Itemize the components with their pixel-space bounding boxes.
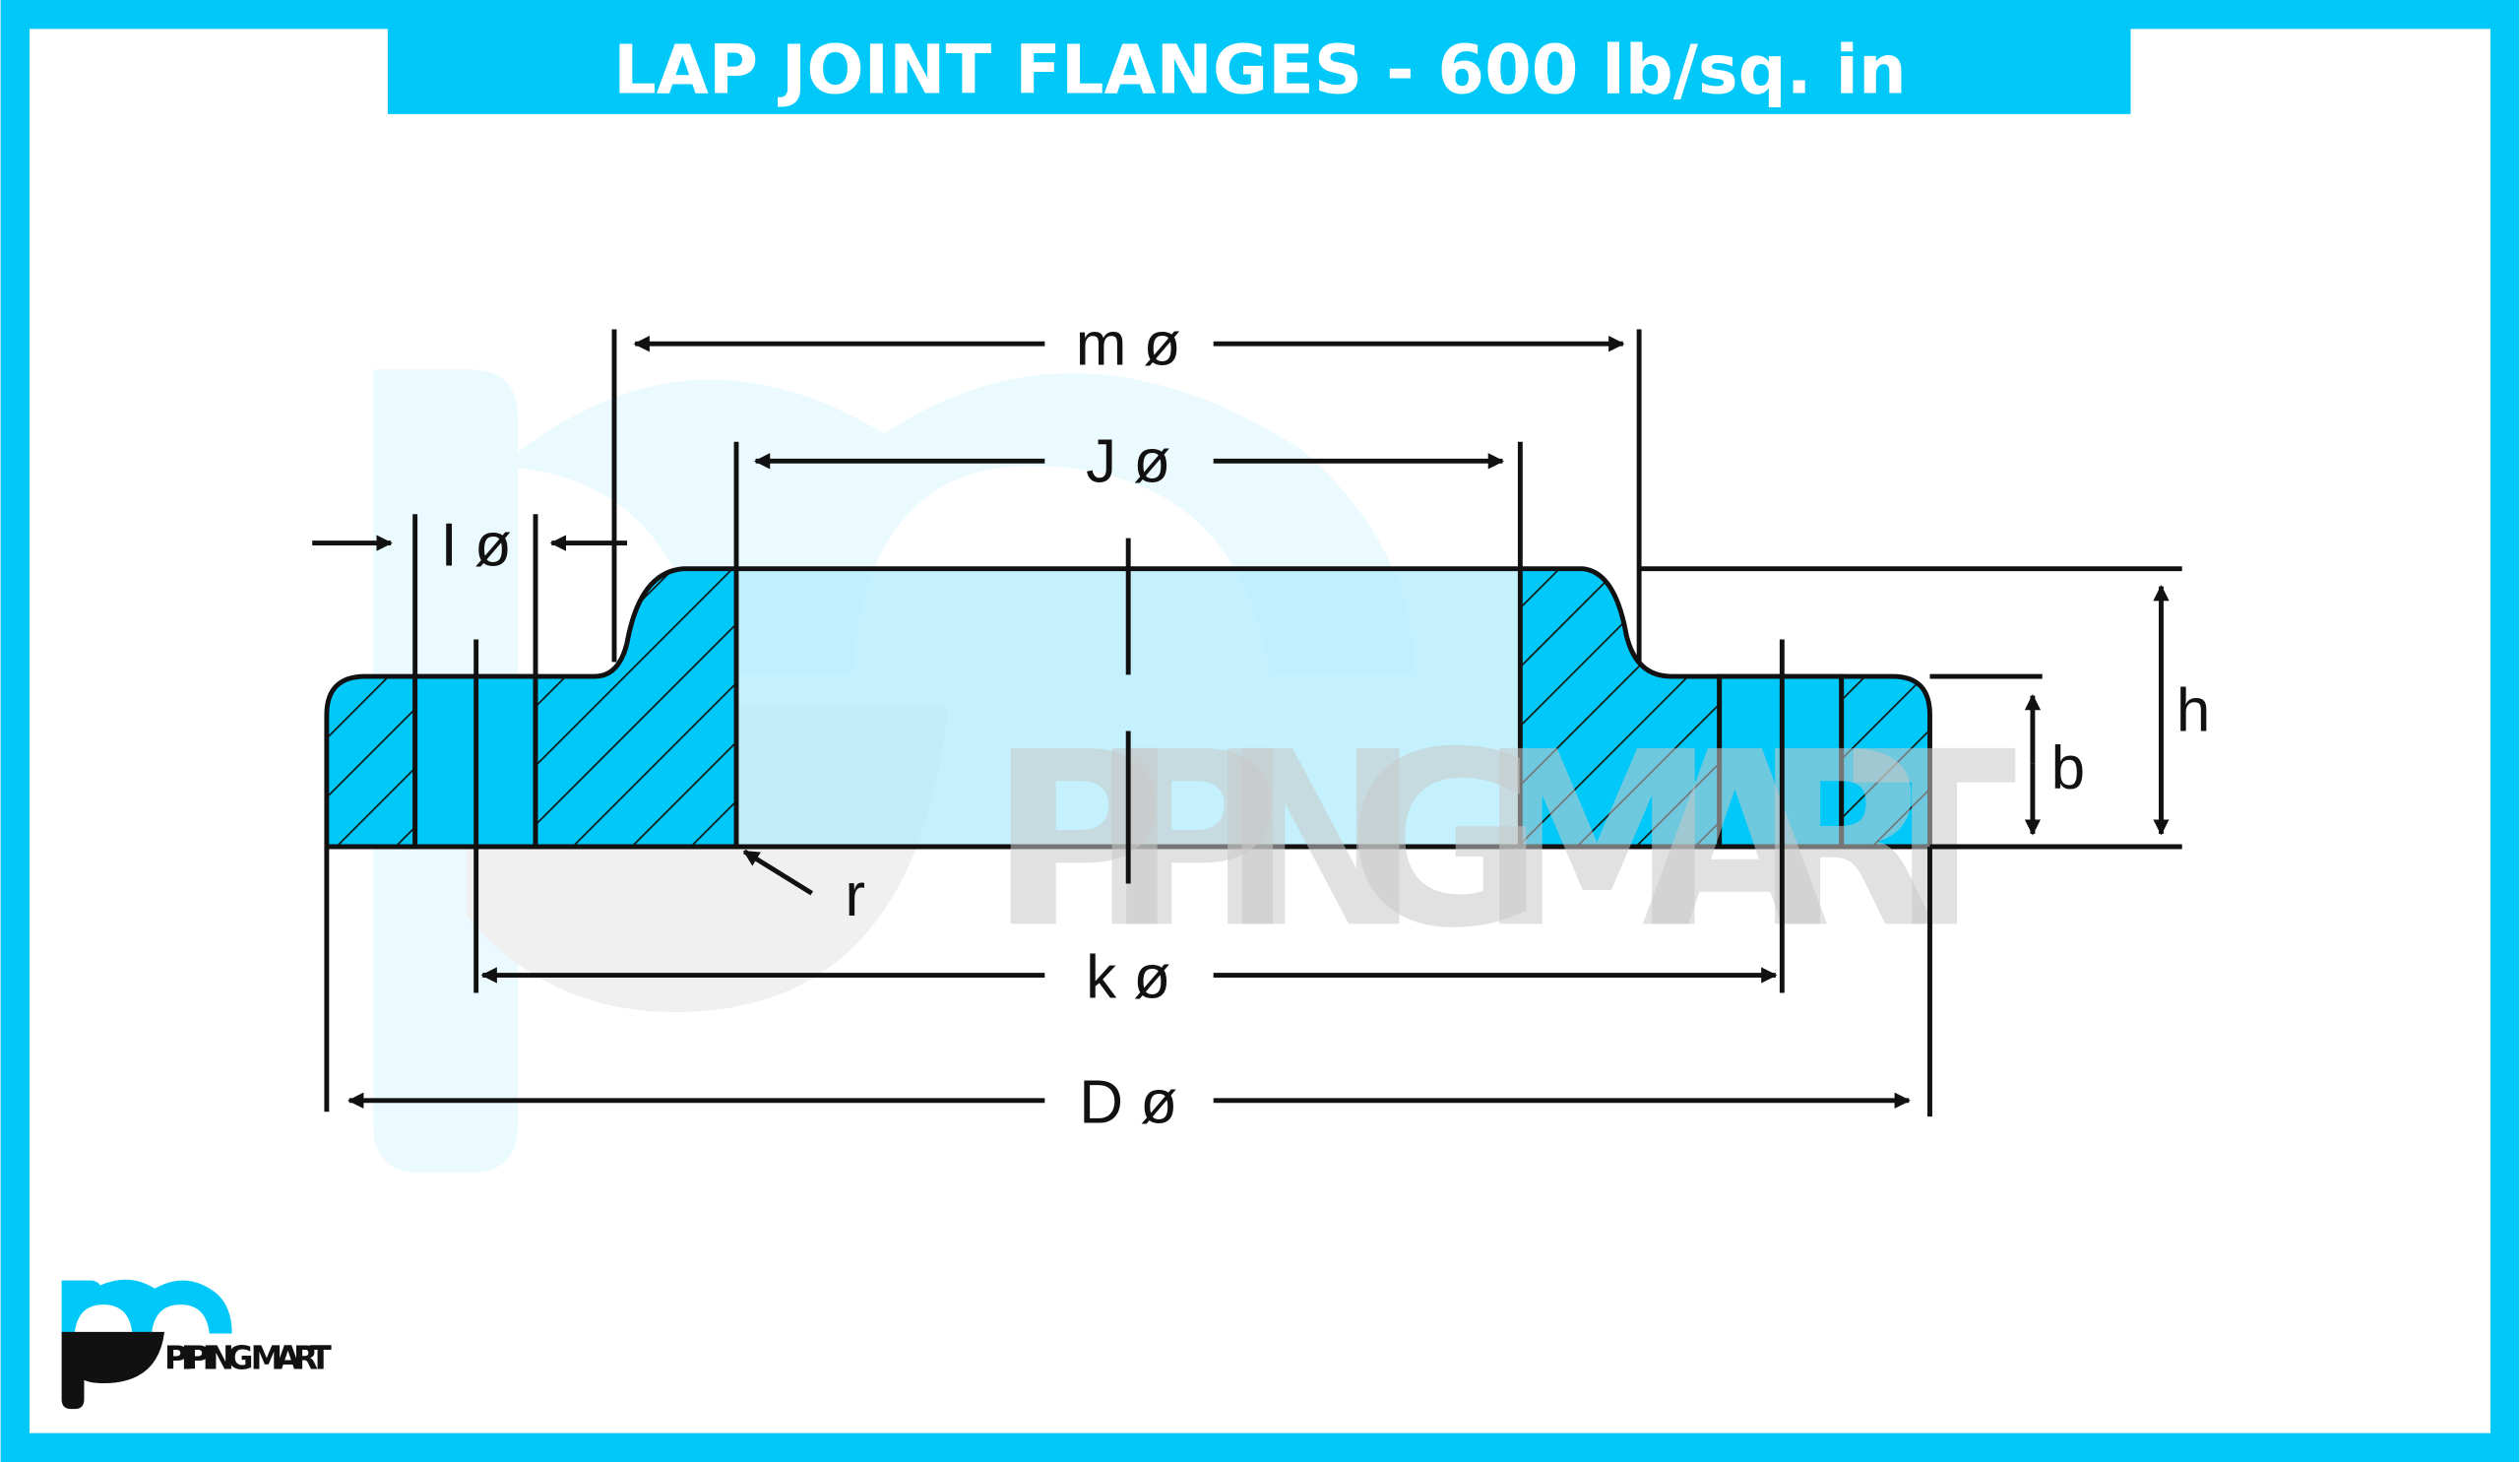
logo-p-icon xyxy=(61,1331,165,1410)
label-d-diameter: D ø xyxy=(1079,1069,1177,1137)
label-m-diameter: m ø xyxy=(1076,310,1181,378)
flange-right-rim xyxy=(1839,673,1932,850)
label-k-diameter: k ø xyxy=(1086,943,1170,1011)
label-r-radius: r xyxy=(845,861,865,929)
label-i-diameter: I ø xyxy=(440,511,511,579)
label-j-diameter: J ø xyxy=(1086,428,1170,496)
label-h-height: h xyxy=(2176,677,2210,745)
flange-left-rim xyxy=(324,673,418,850)
label-b-thickness: b xyxy=(2051,734,2085,802)
logo-text: PIPING MART xyxy=(164,1339,332,1376)
watermark-text: PIPING MART xyxy=(988,700,2016,981)
page-title: LAP JOINT FLANGES - 600 lb/sq. in xyxy=(613,32,1907,110)
logo-m-icon xyxy=(61,1279,232,1334)
piping-mart-logo: PIPING MART xyxy=(61,1279,333,1410)
flange-left-hub xyxy=(533,566,739,850)
flange-right-hub xyxy=(1517,566,1723,850)
title-bar xyxy=(387,0,2131,114)
dimension-lines xyxy=(312,329,2182,1117)
